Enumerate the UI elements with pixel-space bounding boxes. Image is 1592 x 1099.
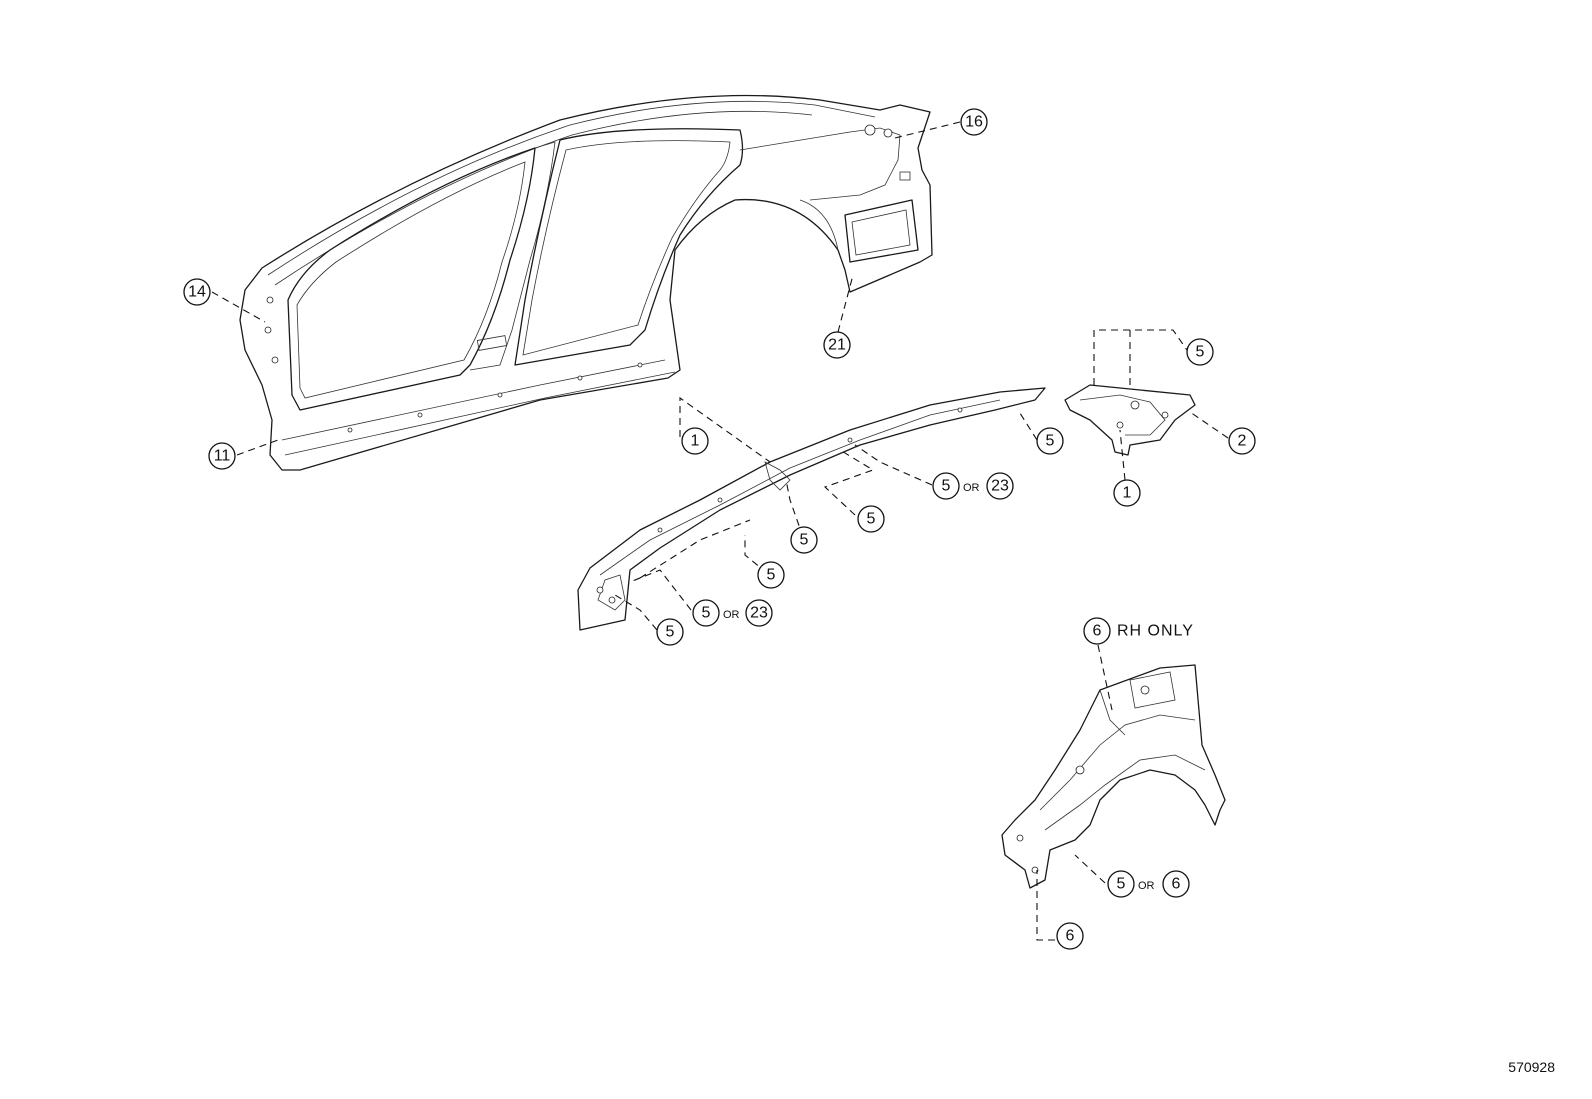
callout-5-or-23-low: 5 OR 23 xyxy=(692,599,773,627)
callout-1-mid: 1 xyxy=(681,427,709,455)
roof-side-rail-part xyxy=(577,387,1046,631)
callout-5-or-23-top: 5 OR 23 xyxy=(932,472,1014,500)
callout-5-mid-c: 5 xyxy=(757,561,785,589)
rh-only-note: RH ONLY xyxy=(1117,623,1194,640)
svg-text:6: 6 xyxy=(1066,928,1075,945)
svg-text:5: 5 xyxy=(1046,433,1055,450)
svg-text:21: 21 xyxy=(828,337,846,354)
callout-21: 21 xyxy=(823,331,851,359)
svg-text:2: 2 xyxy=(1238,433,1247,450)
svg-text:14: 14 xyxy=(188,284,206,301)
svg-text:5: 5 xyxy=(867,511,876,528)
callout-5-or-6: 5 OR 6 xyxy=(1107,870,1190,898)
svg-text:OR: OR xyxy=(1138,880,1155,892)
svg-text:16: 16 xyxy=(965,114,983,131)
callout-6-bottom: 6 xyxy=(1056,922,1084,950)
svg-text:1: 1 xyxy=(691,433,700,450)
svg-text:6: 6 xyxy=(1172,876,1181,893)
callout-16: 16 xyxy=(960,108,988,136)
svg-text:OR: OR xyxy=(723,609,740,621)
callout-5-low: 5 xyxy=(656,618,684,646)
callout-14: 14 xyxy=(183,278,211,306)
svg-text:23: 23 xyxy=(750,605,768,622)
callout-11: 11 xyxy=(208,442,236,470)
callout-5-mid-b: 5 xyxy=(790,526,818,554)
svg-text:23: 23 xyxy=(991,478,1009,495)
leader-lines xyxy=(211,121,1229,941)
svg-text:5: 5 xyxy=(1117,876,1126,893)
callout-5-mid-a: 5 xyxy=(857,505,885,533)
svg-text:11: 11 xyxy=(214,448,231,465)
svg-text:5: 5 xyxy=(666,624,675,641)
svg-text:5: 5 xyxy=(767,567,776,584)
svg-text:5: 5 xyxy=(702,605,711,622)
callout-2: 2 xyxy=(1228,427,1256,455)
svg-text:5: 5 xyxy=(1196,344,1205,361)
callout-5-far: 5 xyxy=(1036,427,1064,455)
side-panel-part xyxy=(239,94,933,471)
svg-text:5: 5 xyxy=(800,532,809,549)
callout-5-upper-right: 5 xyxy=(1186,338,1214,366)
callout-6-rh-only: 6 RH ONLY xyxy=(1083,617,1194,645)
svg-text:6: 6 xyxy=(1093,623,1102,640)
diagram-reference-number: 570928 xyxy=(1508,1059,1555,1075)
svg-text:5: 5 xyxy=(942,478,951,495)
wheel-house-part xyxy=(1001,664,1226,889)
svg-text:OR: OR xyxy=(963,482,980,494)
callout-1-right: 1 xyxy=(1113,479,1141,507)
svg-text:1: 1 xyxy=(1123,485,1132,502)
rear-bracket-part xyxy=(1064,384,1196,456)
